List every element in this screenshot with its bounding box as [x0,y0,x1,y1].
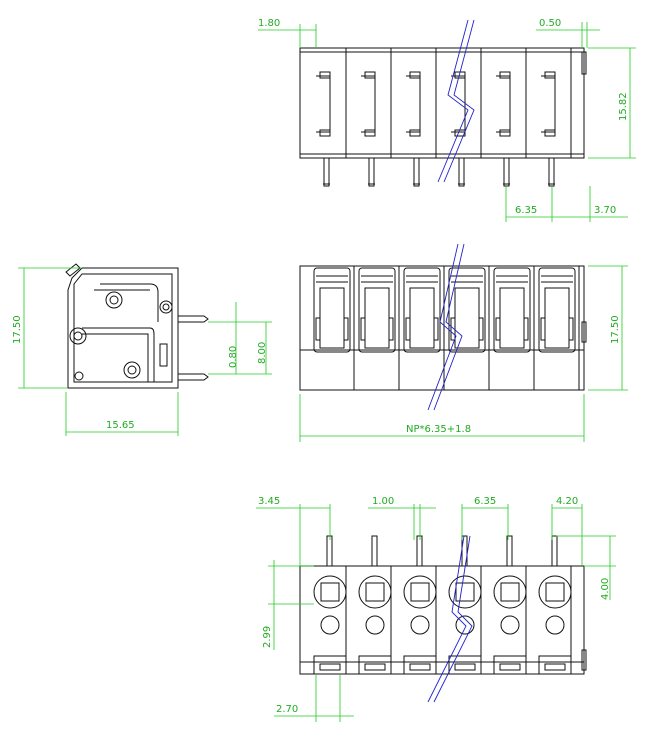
dim-top-body-height: 15.82 [618,92,629,121]
release-hole [455,615,475,635]
side-view: 17.50 0.80 8.00 15.65 [12,263,272,436]
dim-top-pin-thickness: 0.50 [539,18,561,29]
dim-bottom-end-offset: 4.20 [556,496,578,507]
front-view-slots [313,266,580,390]
front-slot [538,267,576,353]
bottom-view-cells [313,535,572,674]
top-slot [316,75,331,133]
bottom-pin [506,535,513,567]
top-slot [541,75,556,133]
bottom-pin [551,535,558,567]
wire-entry-hole [493,575,527,609]
dim-side-depth: 15.65 [106,420,135,431]
wire-entry-hole [403,575,437,609]
top-pin [458,157,465,187]
front-view: 17.50 NP*6.35+1.8 [299,243,628,442]
bottom-pin [416,535,423,567]
release-hole [545,615,565,635]
top-pin [548,157,555,187]
top-view-body [299,47,585,159]
top-pin [323,157,330,187]
dim-top-edge-offset: 1.80 [258,18,280,29]
wire-entry-hole [313,575,347,609]
dim-front-height: 17.50 [610,315,621,344]
top-slot [361,75,376,133]
top-view-slots [316,48,572,158]
top-view-pins [323,157,555,187]
top-slot [451,75,466,133]
dim-bottom-pin-length: 4.00 [600,578,611,600]
dim-bottom-hole-offset: 2.99 [262,626,273,648]
bottom-pin [326,535,333,567]
side-pin-lower [178,373,209,381]
dim-top-end-offset: 3.70 [594,205,616,216]
dim-side-height: 17.50 [12,315,23,344]
top-view: 1.80 0.50 15.82 6.35 3.70 [258,18,636,222]
dim-bottom-hole-pos: 2.70 [276,704,298,715]
dim-front-length: NP*6.35+1.8 [406,424,471,435]
top-slot [496,75,511,133]
release-hole [320,615,340,635]
release-hole [410,615,430,635]
wire-entry-hole [538,575,572,609]
release-hole [365,615,385,635]
front-slot [493,267,531,353]
top-pin [503,157,510,187]
release-hole [500,615,520,635]
front-slot [358,267,396,353]
side-pin-upper [178,315,209,323]
top-pin [413,157,420,187]
dim-side-pin-spacing: 0.80 [228,346,239,368]
front-slot [313,267,351,353]
wire-entry-hole [358,575,392,609]
bottom-pin [371,535,378,567]
dim-bottom-edge-offset: 3.45 [258,496,280,507]
side-screw-hole [105,291,123,309]
bottom-view: 3.45 1.00 6.35 4.20 4.00 2.99 2.70 [256,496,616,722]
top-slot [406,75,421,133]
dim-side-pin-span: 8.00 [257,342,268,364]
front-slot [403,267,441,353]
dim-bottom-pin-width: 1.00 [372,496,394,507]
top-pin [368,157,375,187]
dim-top-pitch: 6.35 [515,205,537,216]
break-line [437,19,469,183]
dim-bottom-pitch: 6.35 [474,496,496,507]
